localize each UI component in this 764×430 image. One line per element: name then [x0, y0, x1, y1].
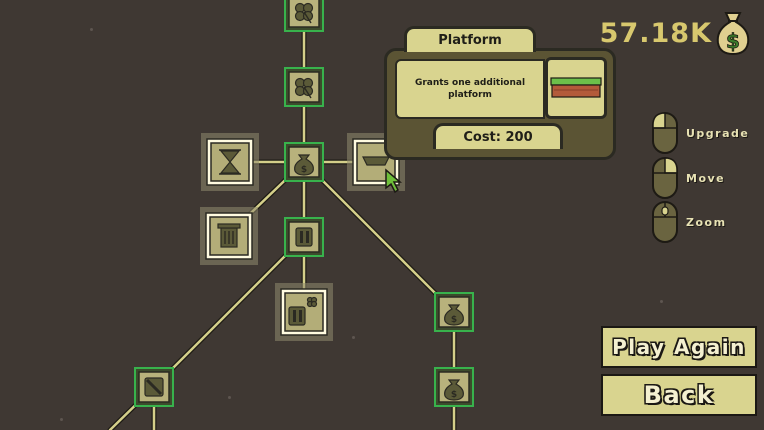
grass-platform-icon — [550, 77, 602, 98]
money-bag-icon: $ — [716, 12, 750, 56]
background-speck — [90, 28, 93, 31]
upgrade-tooltip: Grants one additional platform Cost: 200… — [384, 26, 616, 160]
background-speck — [60, 418, 63, 421]
upgrade-node-money-center[interactable]: $ — [284, 142, 324, 182]
mouse-left-click-icon — [652, 112, 678, 154]
background-speck — [352, 336, 355, 339]
hourglass-icon — [219, 149, 241, 175]
back-button[interactable]: Back — [601, 374, 757, 416]
mouse-scroll-icon — [652, 201, 678, 243]
play-again-button[interactable]: Play Again — [601, 326, 757, 368]
svg-text:$: $ — [301, 165, 307, 175]
upgrade-node-trash[interactable] — [200, 207, 258, 265]
control-hint-upgrade: Upgrade — [652, 112, 749, 154]
tooltip-title: Platform — [404, 26, 536, 52]
money-bag-icon: $ — [444, 379, 464, 401]
platform-icon — [362, 156, 390, 166]
upgrade-node-clover-mid[interactable] — [284, 67, 324, 107]
tooltip-description: Grants one additional platform — [395, 59, 545, 119]
money-counter: 57.18K $ — [600, 10, 750, 56]
tooltip-body: Grants one additional platform Cost: 200 — [384, 48, 616, 160]
background-speck — [228, 396, 231, 399]
money-amount: 57.18K — [599, 17, 712, 49]
slash-icon — [144, 377, 164, 397]
upgrade-node-platform[interactable] — [347, 133, 405, 191]
control-label: Move — [686, 171, 726, 185]
tooltip-cost: Cost: 200 — [433, 123, 563, 149]
pause-icon — [295, 227, 313, 247]
upgrade-node-slash[interactable] — [134, 367, 174, 407]
background-speck — [660, 300, 663, 303]
clover-icon — [294, 2, 314, 24]
upgrade-node-pause-clover[interactable] — [275, 283, 333, 341]
trash-icon — [217, 223, 241, 248]
upgrade-node-money-right-1[interactable]: $ — [434, 292, 474, 332]
pause-clover-icon — [288, 296, 318, 326]
money-bag-icon: $ — [444, 304, 464, 326]
mouse-right-click-icon — [652, 157, 678, 199]
svg-text:$: $ — [726, 29, 740, 53]
control-hint-move: Move — [652, 157, 725, 199]
mouse-cursor-icon — [385, 168, 403, 194]
control-label: Zoom — [686, 215, 727, 229]
tooltip-image — [545, 57, 607, 119]
upgrade-node-money-right-2[interactable]: $ — [434, 367, 474, 407]
control-label: Upgrade — [686, 126, 750, 140]
money-bag-icon: $ — [294, 154, 314, 176]
upgrade-node-hourglass[interactable] — [201, 133, 259, 191]
svg-text:$: $ — [451, 390, 457, 400]
svg-text:$: $ — [451, 315, 457, 325]
control-hint-zoom: Zoom — [652, 201, 727, 243]
upgrade-node-pause[interactable] — [284, 217, 324, 257]
upgrade-node-clover-top[interactable] — [284, 0, 324, 32]
clover-icon — [294, 77, 314, 99]
